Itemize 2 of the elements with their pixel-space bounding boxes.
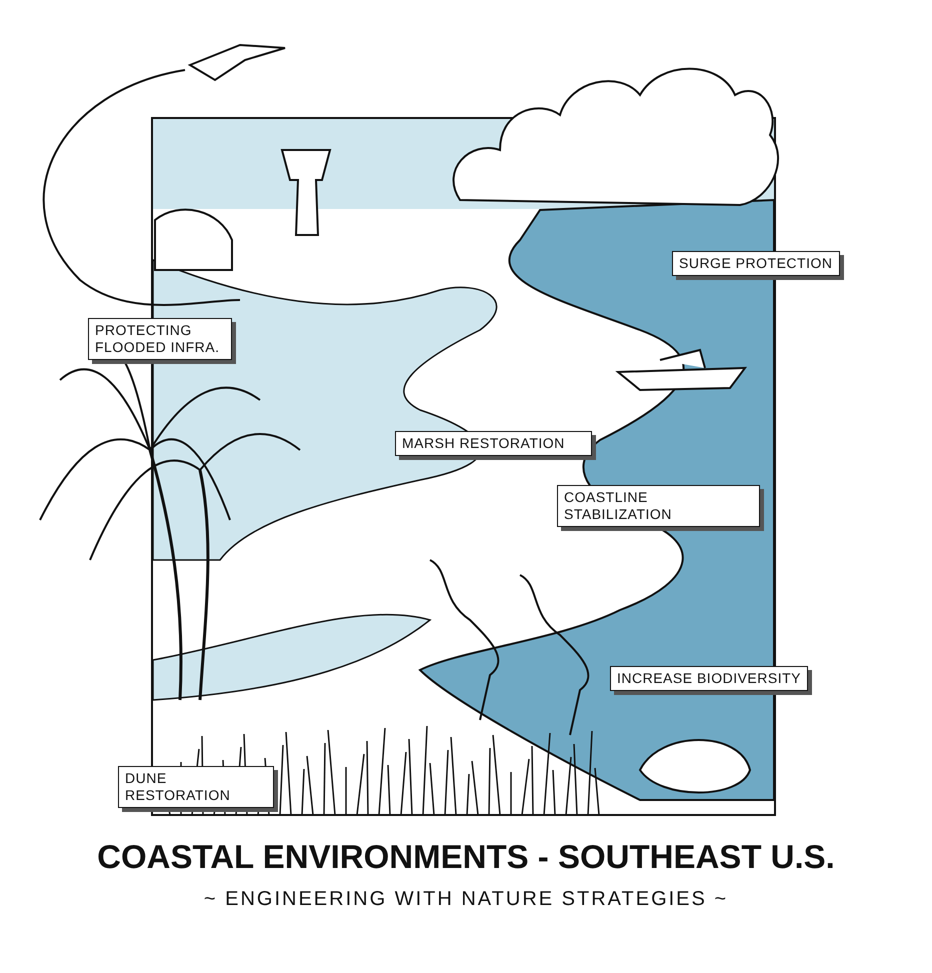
diagram-subtitle: ~ ENGINEERING WITH NATURE STRATEGIES ~ — [202, 888, 730, 911]
diagram-title: COASTAL ENVIRONMENTS - SOUTHEAST U.S. — [96, 838, 836, 876]
